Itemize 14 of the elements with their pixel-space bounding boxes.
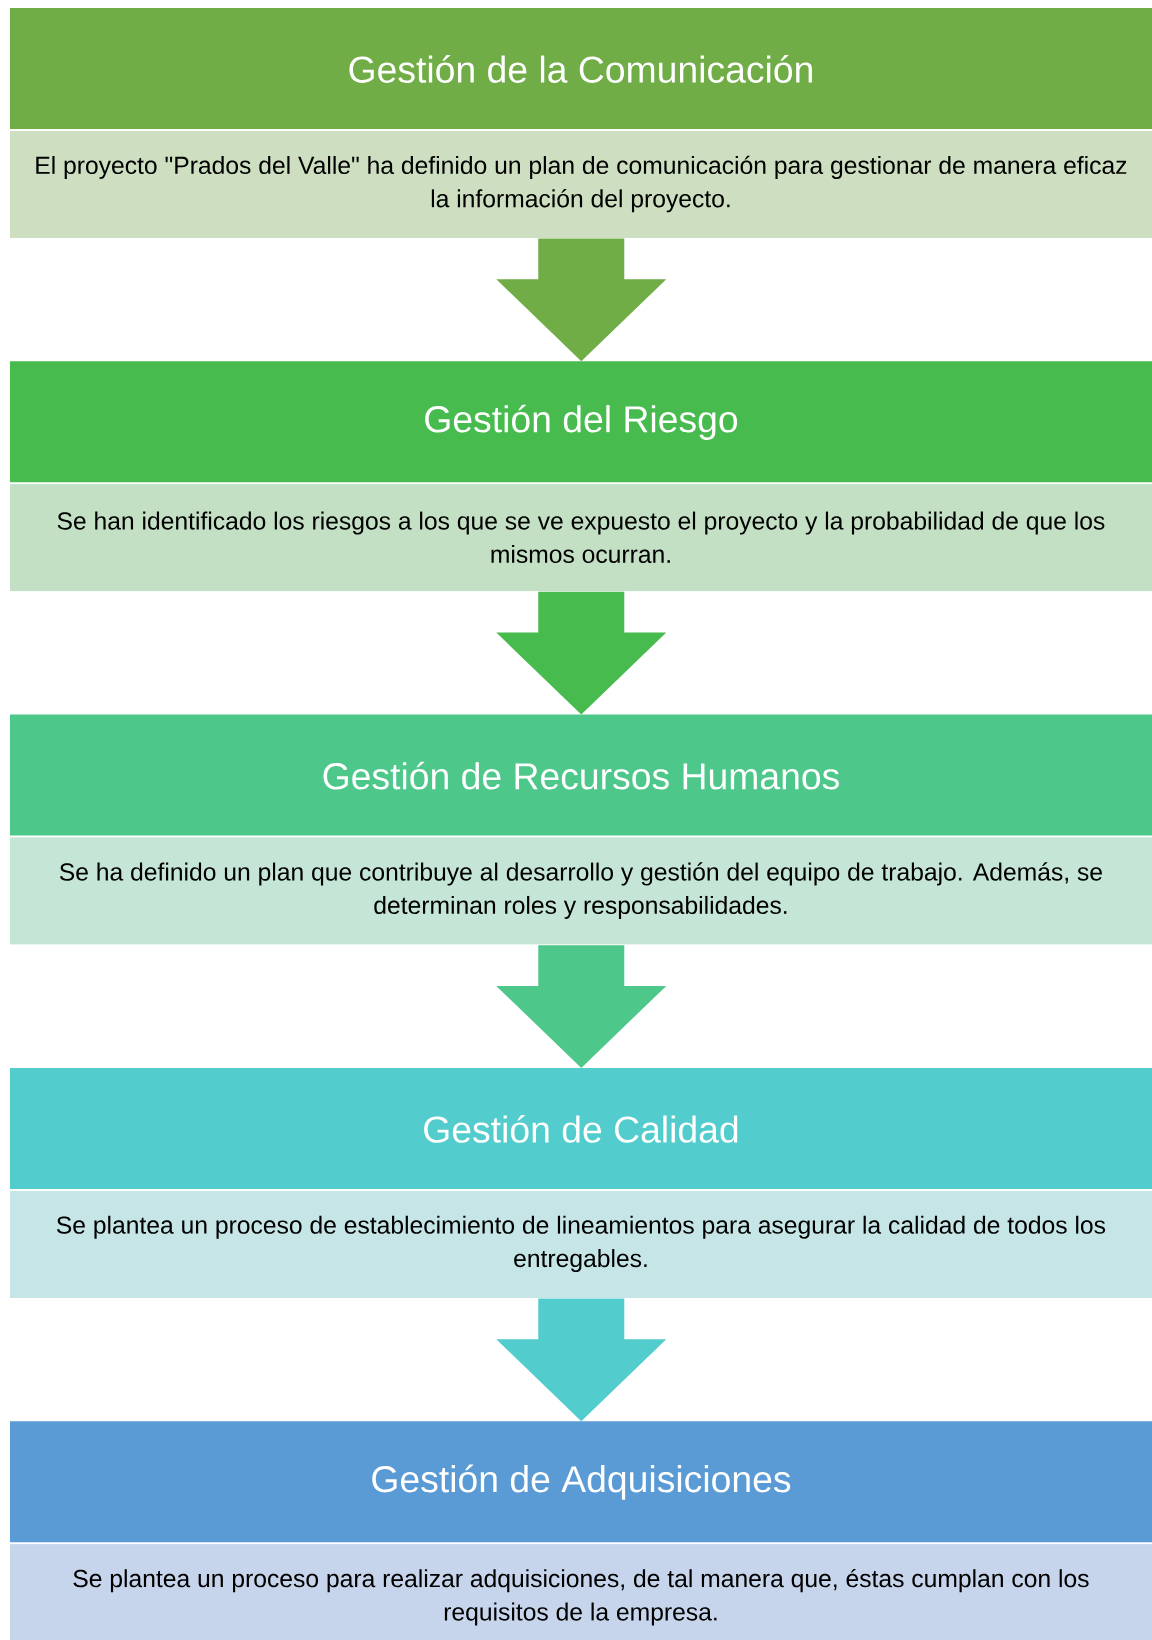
stage-box: Gestión de Recursos Humanos Se ha definido un plan que contribuye al desarrollo y gestión del equipo de trabajo. Además, se determinan roles y responsabilidades. — [9, 714, 1152, 945]
node-label: Se plantea un proceso de establecimiento de lineamientos para asegurar la calidad de todos los entregables. — [56, 1215, 1106, 1273]
node-label: El proyecto "Prados del Valle" ha definido un plan de comunicación para gestionar de manera eficaz la información del proyecto. — [36, 155, 1127, 213]
node-label: Se ha definido un plan que contribuye al desarrollo y gestión del equipo de trabajo. Además, se determinan roles y responsabilidades. — [59, 862, 1102, 919]
node-label: Se han identificado los riesgos a los que se ve expuesto el proyecto y la probabilidad de que los mismos ocurran. — [57, 511, 1105, 564]
block-arrow — [496, 945, 667, 1068]
stage-box: Gestión de Adquisiciones Se plantea un proceso para realizar adquisiciones, de tal manera que, éstas cumplan con los requisitos de la empresa. — [9, 1421, 1152, 1640]
stage-box: Gestión de la Comunicación El proyecto "Prados del Valle" ha definido un plan de comunicación para gestionar de manera eficaz la información del proyecto. — [9, 8, 1152, 238]
node-label: Se plantea un proceso para realizar adquisiciones, de tal manera que, éstas cumplan con los requisitos de la empresa. — [73, 1568, 1089, 1626]
block-arrow — [496, 238, 667, 362]
block-arrow — [496, 1298, 667, 1422]
block-arrow — [496, 591, 667, 715]
stage-box: Gestión de Calidad Se plantea un proceso de establecimiento de lineamientos para asegurar la calidad de todos los entregables. — [9, 1067, 1152, 1298]
stage-box: Gestión del Riesgo Se han identificado los riesgos a los que se ve expuesto el proyecto y la probabilidad de que los mismos ocurran. — [9, 361, 1152, 592]
